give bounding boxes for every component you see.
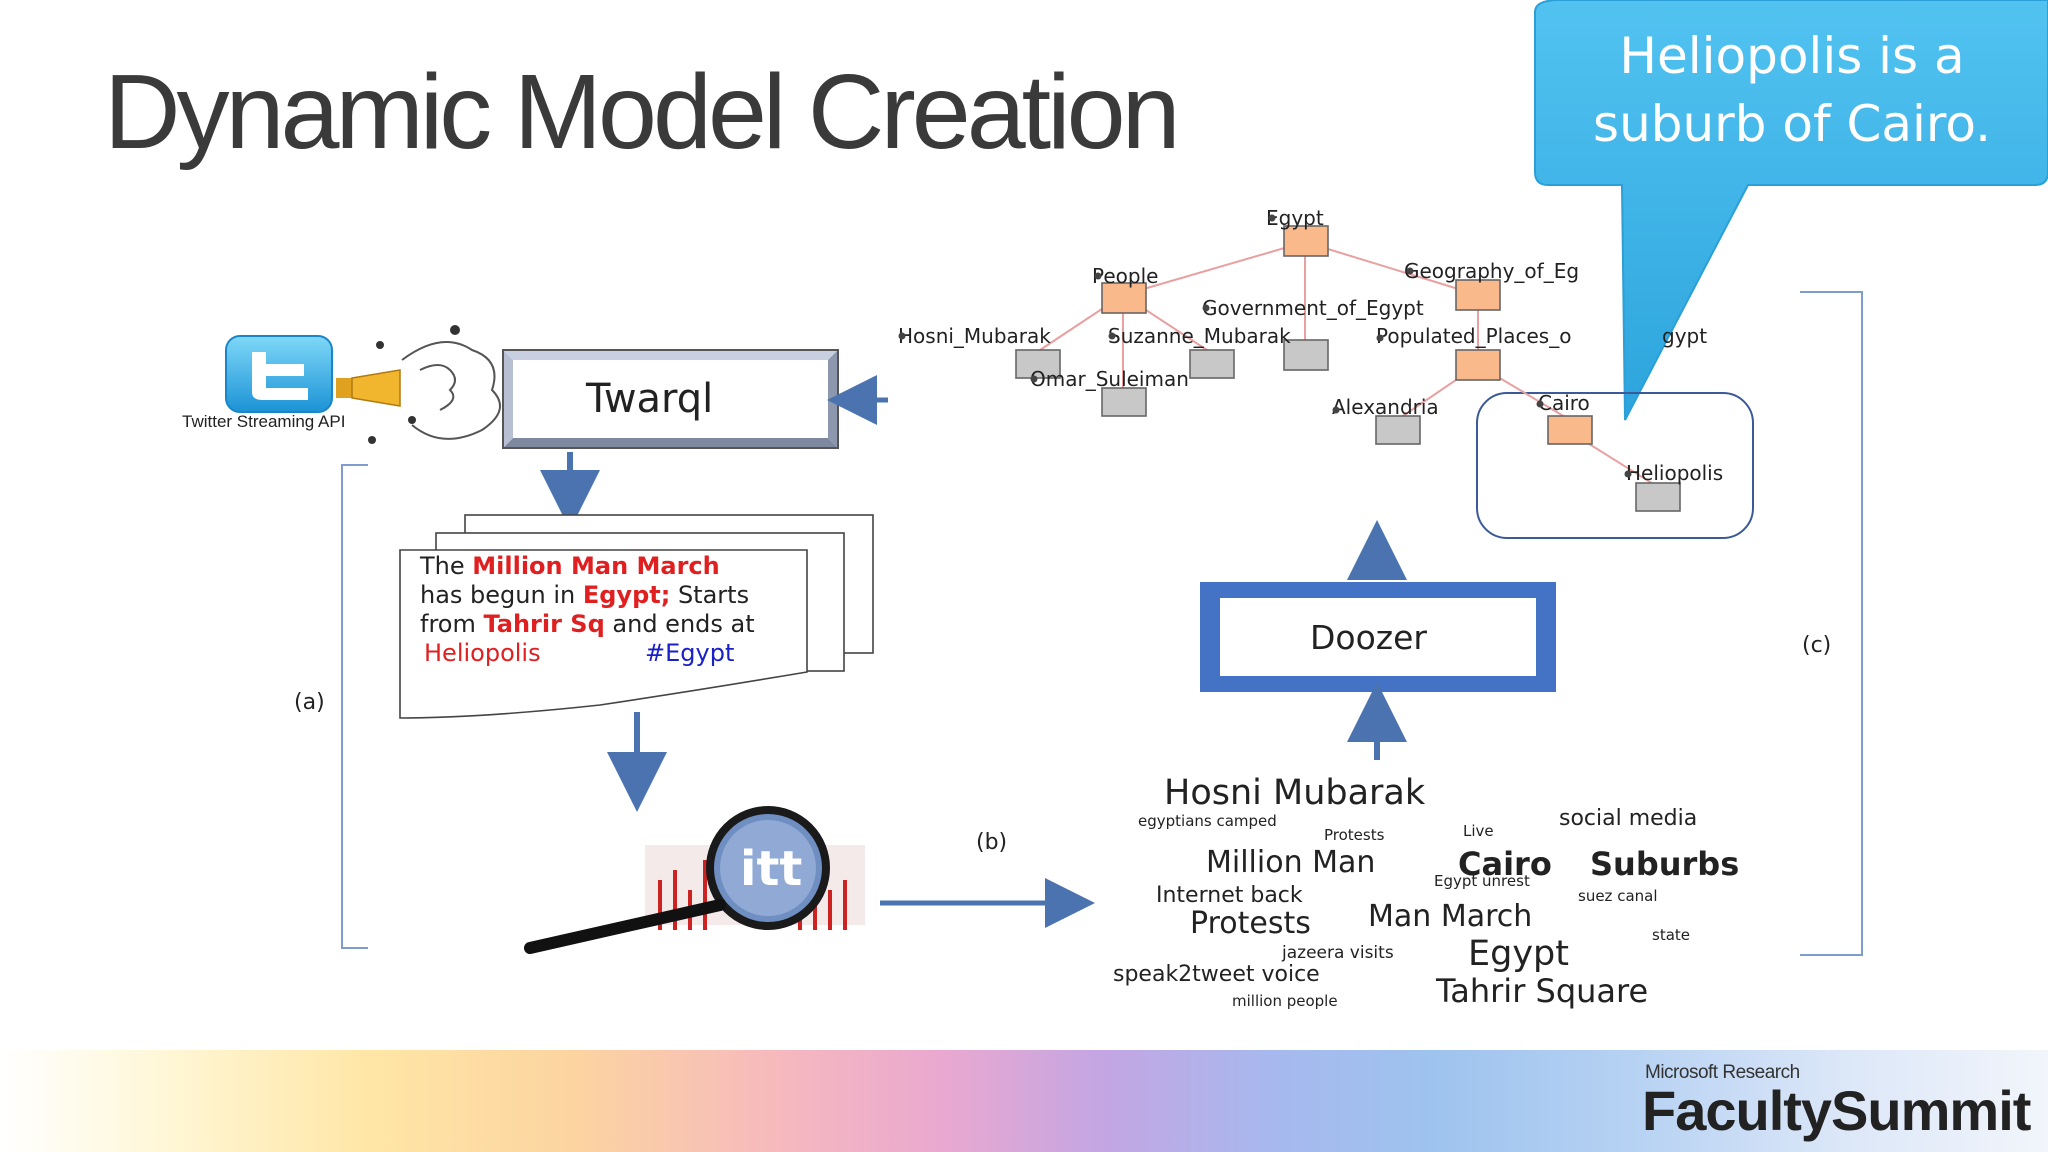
tweet-line-4: Heliopolis xyxy=(424,639,541,667)
node-populated-tail-label: gypt xyxy=(1662,324,1707,348)
node-heliopolis-box xyxy=(1635,482,1681,512)
callout-text: Heliopolis is a suburb of Cairo. xyxy=(1545,22,2039,158)
label-b: (b) xyxy=(976,830,1008,855)
cloud-internet-back: Internet back xyxy=(1156,883,1303,908)
tweet-hashtag: #Egypt xyxy=(645,639,735,667)
cloud-million-man: Million Man xyxy=(1206,845,1376,880)
node-suzanne-label: Suzanne_Mubarak xyxy=(1108,324,1291,348)
megaphone-icon xyxy=(336,325,501,444)
node-egypt-label: Egypt xyxy=(1266,206,1324,230)
tree-node-boxes xyxy=(1015,225,1681,512)
callout-line-1: Heliopolis is a xyxy=(1619,27,1965,85)
magnifier-icon: itt xyxy=(524,806,865,954)
cloud-jazeera-visits: jazeera visits xyxy=(1282,943,1394,963)
node-heliopolis-label: Heliopolis xyxy=(1626,461,1723,485)
doozer-label: Doozer xyxy=(1310,618,1427,657)
svg-text:itt: itt xyxy=(740,841,802,897)
twitter-streaming-api-label: Twitter Streaming API xyxy=(182,412,346,431)
label-c: (c) xyxy=(1802,633,1832,658)
node-egypt-box xyxy=(1283,225,1329,257)
callout-bubble xyxy=(1534,0,2048,421)
cloud-suburbs: Suburbs xyxy=(1590,845,1740,883)
node-hosni-box xyxy=(1015,349,1061,379)
node-hosni-label: Hosni_Mubarak xyxy=(898,324,1051,348)
cloud-egypt-unrest: Egypt unrest xyxy=(1434,872,1530,890)
cloud-social-media: social media xyxy=(1559,806,1698,831)
cloud-state: state xyxy=(1652,926,1690,944)
cloud-suez-canal: suez canal xyxy=(1578,887,1658,905)
tweet-entity-heliopolis: Heliopolis xyxy=(424,639,541,667)
tweet-document-stack xyxy=(399,514,874,719)
tweet-entity-egypt: Egypt; xyxy=(582,581,671,609)
node-populated-box xyxy=(1455,349,1501,381)
twitter-icon xyxy=(225,335,333,413)
label-a: (a) xyxy=(294,690,325,715)
cloud-cairo: Cairo xyxy=(1458,845,1552,883)
node-suzanne-box xyxy=(1189,349,1235,379)
tweet-entity-million-man-march: Million Man March xyxy=(472,552,720,580)
node-people-label: People xyxy=(1092,264,1158,288)
footer-gradient-band xyxy=(0,1050,2048,1152)
node-cairo-box xyxy=(1547,415,1593,445)
tweet-line-2: has begun in Egypt; Starts xyxy=(420,581,750,609)
cairo-group-box xyxy=(1476,392,1754,539)
bracket-a xyxy=(341,464,368,949)
tweet-line-1: The Million Man March xyxy=(420,552,720,580)
node-alexandria-label: Alexandria xyxy=(1332,395,1439,419)
node-cairo-label: Cairo xyxy=(1538,391,1590,415)
cloud-protests: Protests xyxy=(1190,906,1311,941)
node-omar-label: Omar_Suleiman xyxy=(1030,367,1189,391)
microsoft-research-label: Microsoft Research xyxy=(1645,1062,1800,1083)
callout-line-2: suburb of Cairo. xyxy=(1593,95,1991,153)
cloud-egyptians-camped: egyptians camped xyxy=(1138,812,1277,830)
cloud-egypt: Egypt xyxy=(1468,934,1569,974)
tree-labels: Egypt People Geography_of_Eg Government_… xyxy=(898,206,1723,485)
twarql-label: Twarql xyxy=(586,376,714,422)
tweet-line-3: from Tahrir Sq and ends at xyxy=(420,610,755,638)
slide-title: Dynamic Model Creation xyxy=(104,53,1181,171)
cloud-protests-small: Protests xyxy=(1324,826,1385,844)
cloud-speak2tweet-voice: speak2tweet voice xyxy=(1113,962,1320,987)
tweet-entity-tahrir-sq: Tahrir Sq xyxy=(483,610,605,638)
cloud-live: Live xyxy=(1463,822,1494,840)
node-government-box xyxy=(1283,339,1329,371)
tree-label-dots xyxy=(898,214,1632,478)
node-alexandria-box xyxy=(1375,415,1421,445)
node-geography-box xyxy=(1455,279,1501,311)
cloud-hosni-mubarak: Hosni Mubarak xyxy=(1164,773,1426,813)
cloud-tahrir-square: Tahrir Square xyxy=(1436,972,1649,1010)
node-geography-label: Geography_of_Eg xyxy=(1404,259,1579,283)
cloud-man-march: Man March xyxy=(1368,899,1533,934)
bracket-c xyxy=(1800,291,1863,956)
node-populated-label: Populated_Places_o xyxy=(1376,324,1571,348)
doozer-box xyxy=(1200,582,1556,692)
faculty-summit-logo: FacultySummit xyxy=(1642,1079,2031,1142)
node-people-box xyxy=(1101,282,1147,314)
node-omar-box xyxy=(1101,387,1147,417)
cloud-million-people: million people xyxy=(1232,992,1338,1010)
node-government-label: Government_of_Egypt xyxy=(1202,296,1424,320)
